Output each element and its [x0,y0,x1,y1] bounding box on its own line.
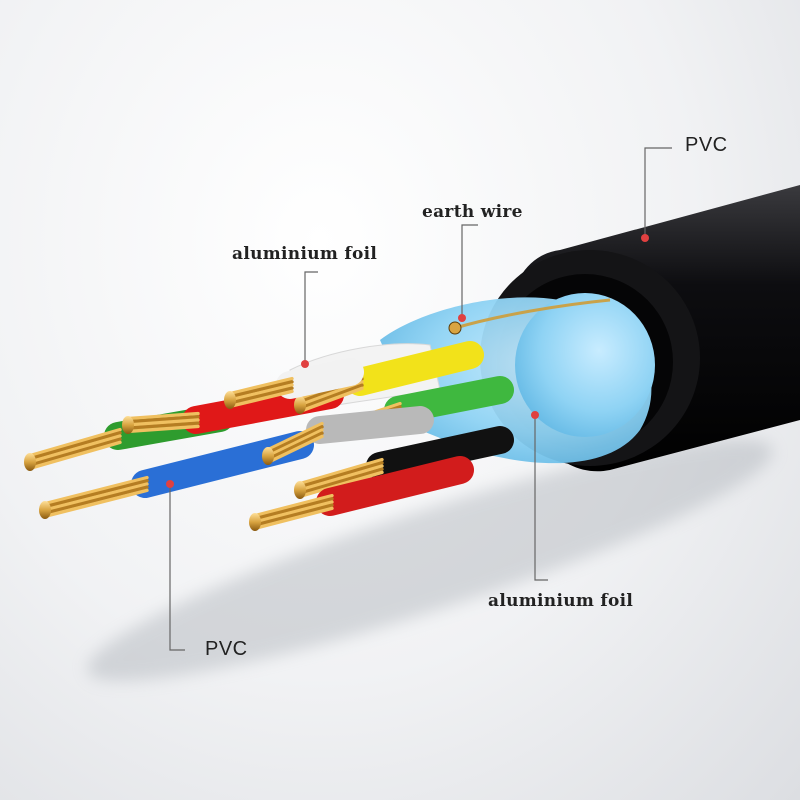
copper-strand [266,434,324,465]
copper-strand [228,380,294,399]
copper-strand [28,434,122,464]
cable-shadow [87,439,773,681]
copper-strand [43,482,149,512]
copper-strand [266,431,324,461]
copper-strand [298,470,384,499]
copper-strand [43,485,149,515]
copper-tip [294,481,306,499]
copper-tip [249,513,261,531]
leader-foil-bottom [534,415,548,581]
conductor-insulation [316,456,474,516]
label-aluminium-foil-top: aluminium foil [232,244,378,264]
earth-wire-strand [454,298,611,330]
label-pvc-top: PVC [685,134,728,156]
earth-wire-end [448,321,462,335]
conductor-insulation [366,426,514,480]
leader-earth-wire [461,224,478,316]
copper-strand [298,383,364,410]
copper-strand [126,421,200,430]
leader-pvc-top [644,147,672,236]
copper-tip [294,396,306,414]
copper-strand [298,461,384,489]
copper-strand [43,479,149,509]
label-pvc-bottom: PVC [205,638,248,660]
copper-strand [228,376,294,396]
copper-strand [253,506,334,531]
copper-strand [126,411,200,421]
copper-strand [228,389,294,409]
copper-strand [266,421,324,452]
copper-strand [253,497,334,521]
label-aluminium-foil-bottom: aluminium foil [488,591,634,611]
copper-tip [224,391,236,409]
copper-strand [28,427,122,458]
copper-strand [298,467,384,495]
copper-tip [39,501,51,519]
copper-strand [228,386,294,405]
conductor-insulation [306,406,434,444]
copper-strand [126,424,200,434]
marker-pvc-bottom [166,480,174,488]
copper-tip [122,416,134,434]
copper-tip [24,453,36,471]
copper-strand [43,488,149,519]
copper-strand [298,386,364,414]
leader-foil-top [304,271,318,364]
copper-strand [298,457,384,486]
copper-strand [228,383,294,402]
marker-pvc-top [641,234,649,242]
foil-end [515,293,655,437]
label-earth-wire: earth wire [422,202,523,222]
copper-strand [126,418,200,427]
conductor-insulation [276,358,364,399]
marker-earth-wire [458,314,466,322]
marker-foil-bottom [531,411,539,419]
callouts [169,147,672,651]
copper-strand [28,431,122,461]
copper-strand [266,428,324,458]
copper-strand [28,440,122,471]
insulated-conductors [24,341,514,531]
conductor-insulation [346,341,484,396]
copper-strand [298,464,384,492]
copper-strand [253,503,334,527]
copper-strand [126,415,200,424]
marker-foil-top [301,360,309,368]
callout-markers [166,234,649,488]
copper-strand [253,500,334,524]
copper-strand [266,425,324,455]
copper-strand [28,437,122,467]
copper-tip [262,447,274,465]
copper-strand [253,493,334,518]
leader-pvc-bottom [169,484,185,651]
copper-strand [43,475,149,506]
